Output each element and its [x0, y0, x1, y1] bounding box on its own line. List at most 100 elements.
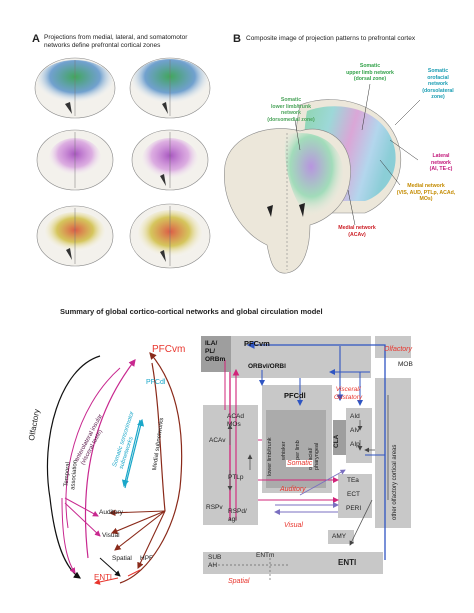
- d-visceral: Visceral/ Gustatory: [334, 386, 362, 402]
- box-mob: [375, 336, 411, 358]
- d-rspd-agl: RSPd/ agl: [228, 508, 247, 524]
- d-rspv: RSPv: [206, 504, 223, 511]
- box-sub-ah: [203, 552, 233, 574]
- d-col-lower-limb: lower limb/trunk: [267, 437, 273, 476]
- d-col-whisker: whisker: [281, 441, 287, 460]
- panel-a-title-line1: Projections from medial, lateral, and so…: [44, 34, 188, 41]
- panel-c-circulation-diagram: [46, 352, 183, 585]
- lower-limb-l2: lower limb/trunk: [270, 103, 312, 110]
- label-lateral: Lateral network (AI, TE-c): [416, 153, 466, 173]
- c-entl: ENTl: [94, 573, 112, 582]
- d-auditory: Auditory: [280, 486, 306, 493]
- d-other-olf: other olfactory cortical areas: [392, 444, 398, 520]
- c-pfcvm: PFCvm: [152, 344, 186, 355]
- orofacial-l5: zone): [431, 94, 445, 100]
- panel-a-brain-sections: [34, 57, 211, 269]
- d-pfcvm: PFCvm: [244, 339, 270, 348]
- summary-title: Summary of global cortico-cortical netwo…: [60, 307, 323, 316]
- lower-limb-l1: Somatic: [280, 97, 302, 103]
- panel-a-label: A: [32, 33, 40, 45]
- d-orbvl: ORBvl/ORBl: [248, 363, 286, 370]
- d-visceral-l1: Visceral/: [335, 386, 361, 393]
- d-rspd: RSPd/: [228, 508, 247, 515]
- lower-limb-l3: network: [281, 110, 301, 116]
- d-acav: ACAv: [209, 437, 226, 444]
- c-spatial: Spatial: [112, 555, 132, 562]
- d-ila-pl-orbm: ILA/ PL/ ORBm: [205, 340, 225, 364]
- d-cla: CLA: [333, 434, 340, 448]
- d-olfactory: Olfactory: [384, 346, 413, 353]
- section-a4: [131, 129, 209, 191]
- medial-big-l1: Medial network: [407, 183, 445, 189]
- upper-limb-l2: upper limb network: [346, 69, 394, 76]
- label-medial-acav: Medial network (ACAv): [330, 225, 384, 238]
- d-mob: MOB: [398, 361, 413, 368]
- d-tea: TEa: [347, 477, 359, 484]
- panel-b-leader-lines: [294, 83, 421, 226]
- label-somatic-lower-limb: Somatic lower limb/trunk network (dorsom…: [255, 97, 327, 123]
- label-somatic-orofacial: Somatic orofacial network (dorsolateral …: [412, 68, 464, 101]
- orofacial-l2: orofacial: [427, 74, 449, 81]
- lateral-l1: Lateral: [432, 153, 450, 159]
- d-peri: PERI: [346, 505, 362, 512]
- label-somatic-upper-limb: Somatic upper limb network (dorsal zone): [335, 63, 405, 83]
- d-ptlp: PTLp: [228, 474, 244, 481]
- medial-acav-l2: (ACAv): [348, 231, 366, 238]
- box-amy: [328, 530, 354, 544]
- panel-a-title: Projections from medial, lateral, and so…: [44, 34, 224, 50]
- c-visual: Visual: [102, 532, 120, 539]
- d-acad-mos: ACAd MOs: [227, 413, 244, 429]
- box-tea-ect-peri: [338, 474, 372, 518]
- section-a1: [34, 57, 116, 119]
- d-sub-ah: SUB AH: [208, 554, 221, 570]
- d-gustatory: Gustatory: [334, 394, 363, 401]
- c-auditory: Auditory: [99, 509, 123, 516]
- d-ah: AH: [208, 562, 218, 569]
- d-agl: agl: [228, 516, 237, 523]
- upper-limb-l3: (dorsal zone): [353, 76, 387, 82]
- d-mos: MOs: [227, 421, 241, 428]
- box-cla: [333, 420, 346, 455]
- orofacial-l3: network: [428, 81, 448, 87]
- d-ect: ECT: [347, 491, 360, 498]
- orofacial-l1: Somatic: [427, 68, 449, 74]
- label-medial-big: Medial network (VIS, AUD, PTLp, ACAd, MO…: [385, 183, 467, 203]
- d-orbm: ORBm: [205, 356, 226, 363]
- panel-a-title-line2: networks define prefrontal cortical zone…: [44, 42, 161, 49]
- d-somatic: Somatic: [286, 460, 314, 467]
- box-orbvl: [231, 358, 371, 378]
- section-a6: [129, 203, 211, 269]
- box-pfcdl-inner: [266, 410, 326, 488]
- orofacial-l4: (dorsolateral: [422, 87, 454, 94]
- medial-big-l2: (VIS, AUD, PTLp, ACAd,: [396, 189, 456, 196]
- d-amy: AMY: [332, 533, 347, 540]
- c-pfcdl: PFCdl: [146, 379, 166, 386]
- section-a3: [36, 129, 114, 191]
- medial-big-l3: MOs): [419, 196, 433, 202]
- d-ila: ILA/: [205, 340, 218, 347]
- d-pfcdl: PFCdl: [284, 391, 306, 400]
- d-entm: ENTm: [256, 552, 275, 559]
- d-aip: AIp: [350, 441, 360, 448]
- box-ila-pl-orbm: [201, 336, 231, 372]
- box-entl: [293, 552, 383, 574]
- d-spatial: Spatial: [228, 578, 250, 585]
- section-a2: [129, 57, 211, 119]
- box-ai: [346, 408, 372, 463]
- d-aiv: AIv: [350, 427, 360, 434]
- lateral-l2: network: [431, 159, 451, 166]
- panel-b-composite-image: [224, 99, 402, 274]
- c-hpf: HPF: [140, 555, 153, 562]
- panel-b-label: B: [233, 33, 241, 45]
- box-other-olf: [375, 378, 411, 528]
- section-a5: [36, 205, 114, 267]
- panel-b-title: Composite image of projection patterns t…: [246, 35, 416, 42]
- d-aid: AId: [350, 413, 360, 420]
- d-acad: ACAd: [227, 413, 244, 420]
- box-entm: [233, 552, 293, 574]
- upper-limb-l1: Somatic: [359, 63, 381, 69]
- lateral-l3: (AI, TE-c): [429, 166, 453, 172]
- d-pl: PL/: [205, 348, 216, 355]
- medial-acav-l1: Medial network: [338, 225, 376, 231]
